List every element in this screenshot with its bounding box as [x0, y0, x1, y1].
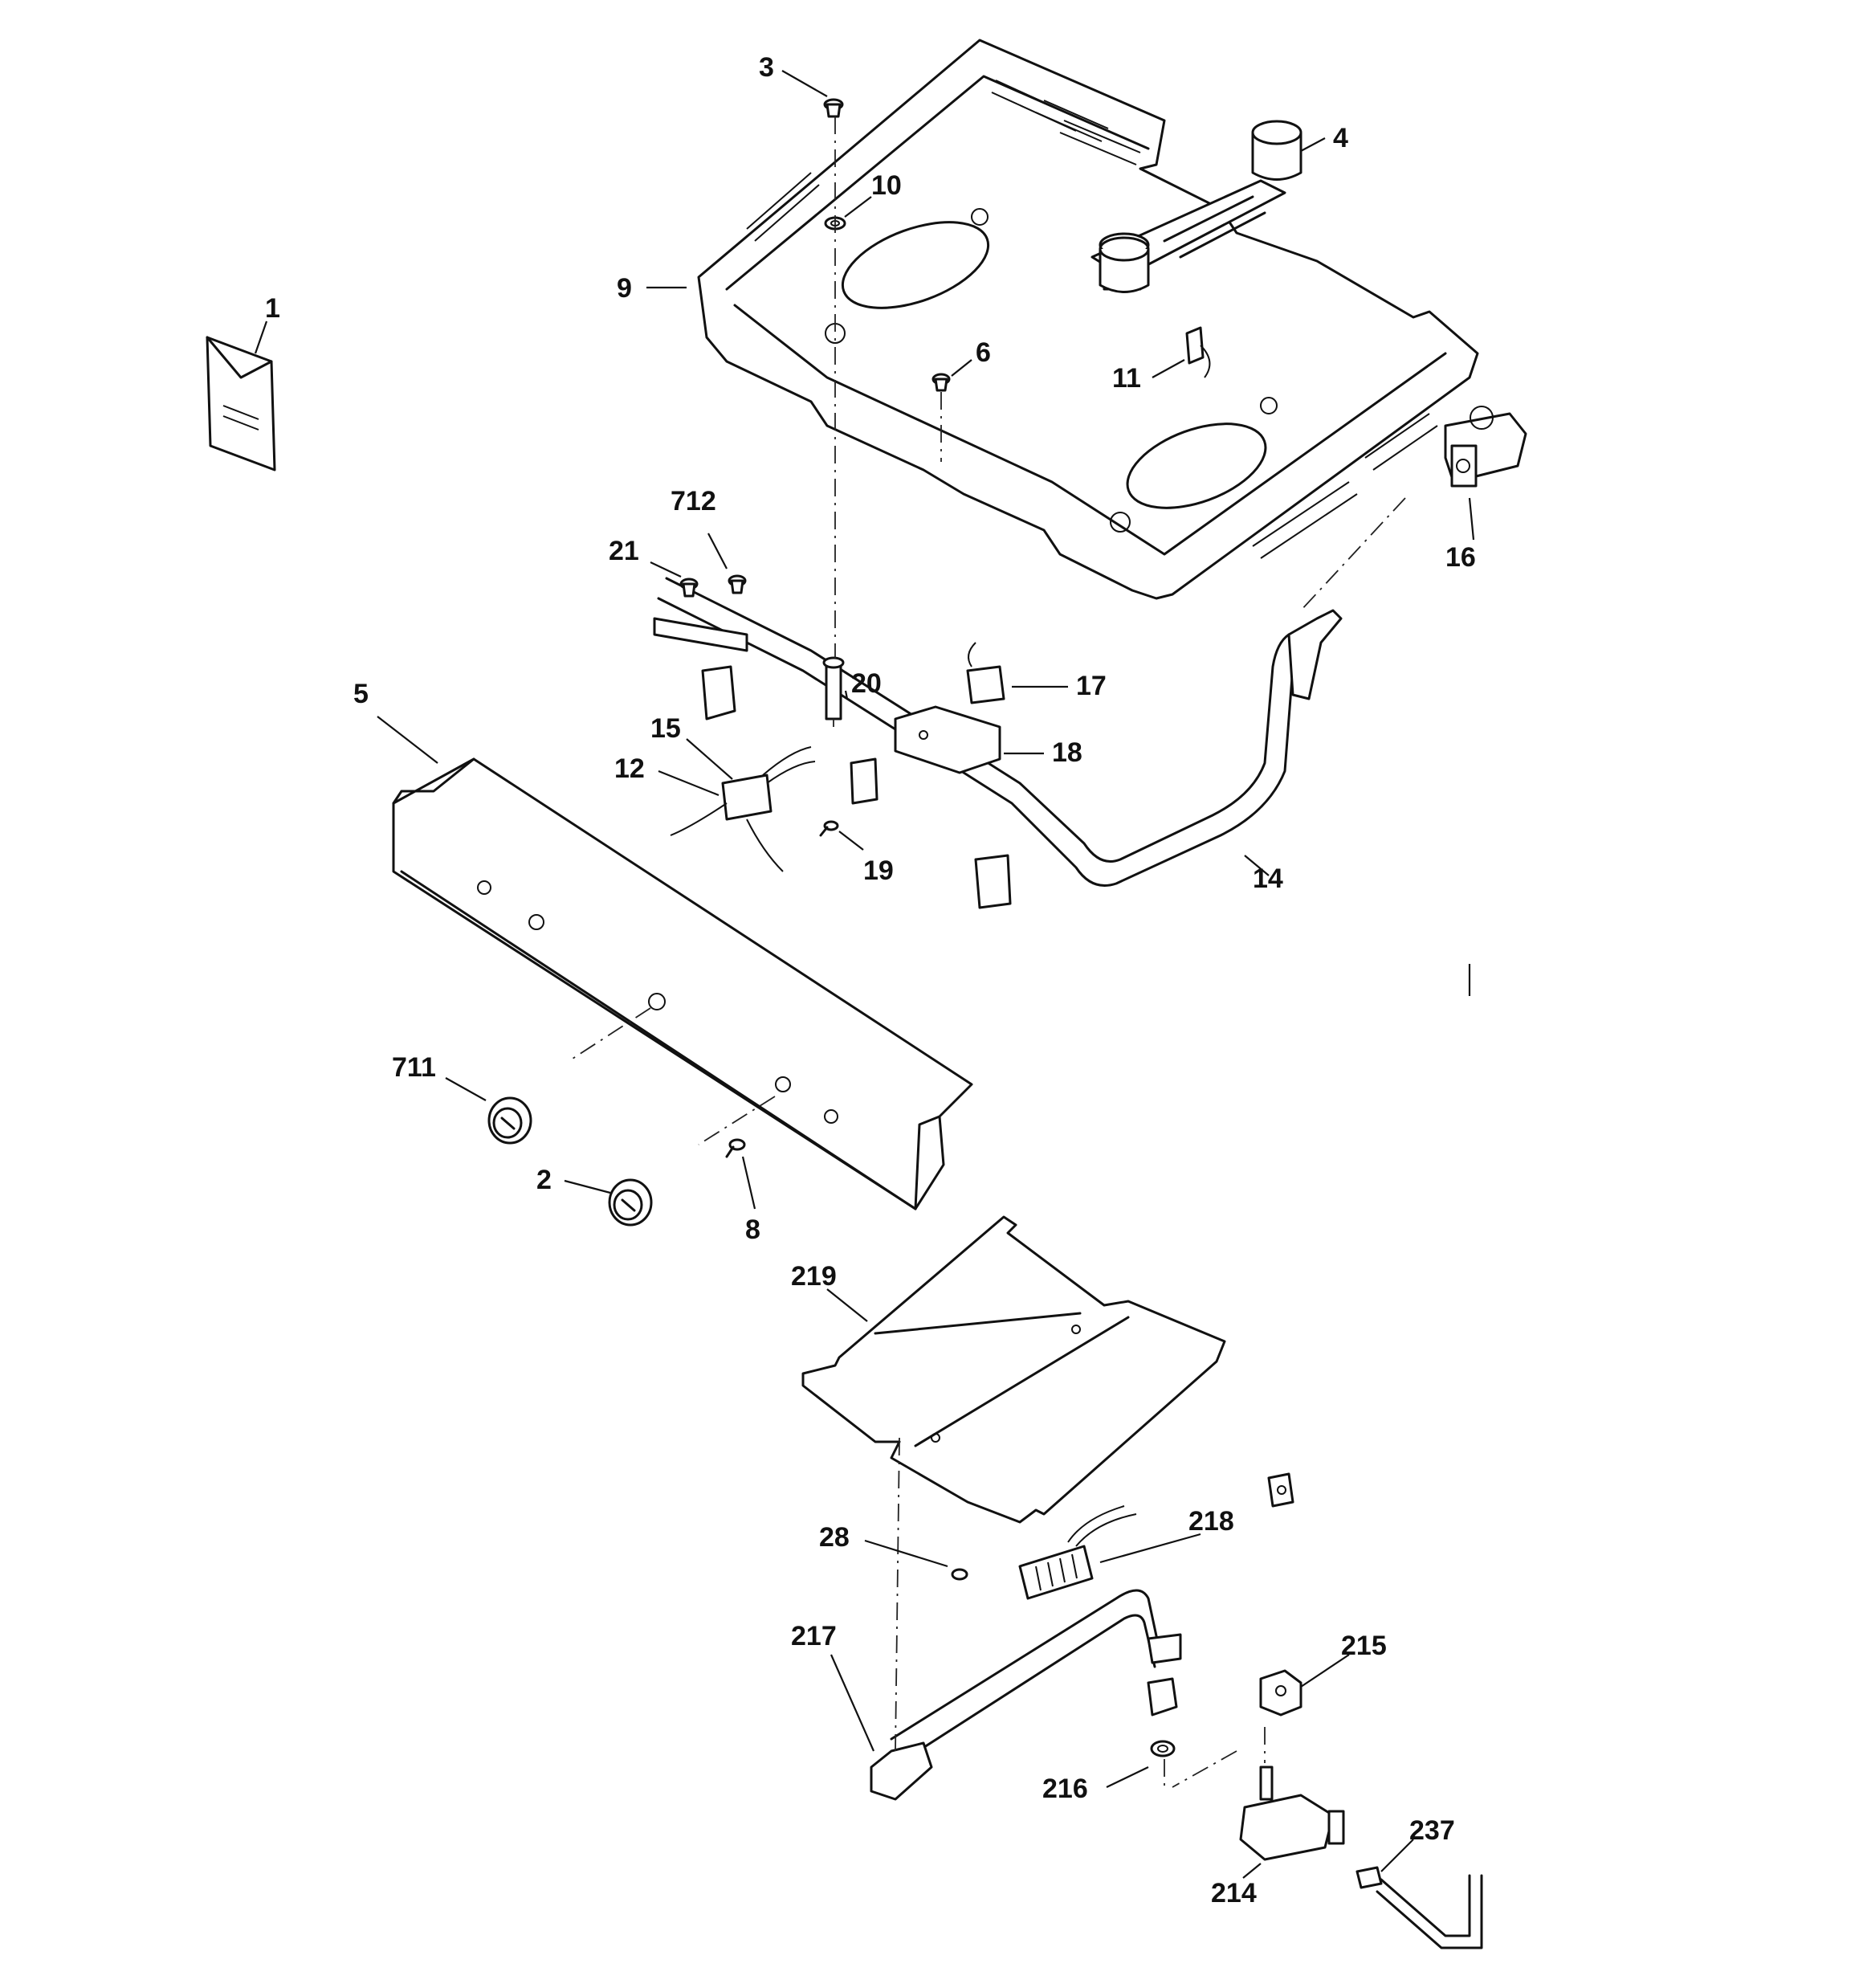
label-17: 17 — [1076, 671, 1107, 701]
part-11-igniter — [1185, 326, 1211, 378]
label-20: 20 — [851, 668, 882, 699]
label-14: 14 — [1253, 863, 1283, 894]
label-19: 19 — [863, 855, 894, 886]
part-1-envelope — [206, 336, 276, 471]
label-219: 219 — [791, 1261, 837, 1292]
part-214-valve — [1239, 1766, 1345, 1861]
label-18: 18 — [1052, 737, 1082, 768]
part-9-burner-box — [697, 39, 1479, 600]
label-2: 2 — [536, 1165, 552, 1195]
part-labels: 1 3 4 10 9 6 11 16 712 21 20 17 18 5 15 … — [265, 52, 1476, 1908]
label-1: 1 — [265, 293, 280, 324]
part-14-manifold-tube — [657, 577, 1343, 887]
part-8-screw — [725, 1138, 746, 1158]
part-16-valve — [1444, 406, 1527, 488]
part-19-screw — [819, 820, 839, 837]
part-219-shield — [801, 1215, 1226, 1524]
label-237: 237 — [1409, 1815, 1455, 1846]
label-21: 21 — [609, 536, 639, 566]
leader-lines — [254, 70, 1475, 1879]
part-4-surface-burners — [1090, 120, 1302, 293]
label-4: 4 — [1333, 123, 1348, 153]
label-28: 28 — [819, 1522, 850, 1553]
center-lines — [569, 116, 1406, 1788]
label-8: 8 — [745, 1214, 760, 1245]
part-215-bracket — [1259, 1669, 1302, 1717]
part-711-knob — [487, 1096, 532, 1145]
part-216-fitting — [1147, 1677, 1178, 1757]
part-6-screw — [932, 373, 951, 392]
label-217: 217 — [791, 1621, 837, 1651]
label-216: 216 — [1042, 1774, 1088, 1804]
broiler-clip — [1267, 1472, 1294, 1508]
label-11: 11 — [1112, 363, 1141, 394]
part-712-screw — [728, 574, 747, 594]
part-28-screw — [951, 1568, 968, 1581]
part-21-screw — [679, 578, 699, 598]
part-2-knob — [608, 1178, 653, 1227]
label-215: 215 — [1341, 1631, 1387, 1661]
part-218-igniter — [1018, 1505, 1137, 1600]
label-711: 711 — [392, 1052, 436, 1083]
part-15-switch — [670, 746, 816, 872]
part-20-pin — [822, 656, 845, 720]
part-17-switch — [966, 642, 1005, 704]
label-712: 712 — [671, 486, 716, 516]
label-5: 5 — [353, 679, 369, 709]
part-18-bracket — [894, 705, 1001, 774]
label-16: 16 — [1445, 542, 1476, 573]
label-12: 12 — [614, 753, 645, 784]
label-10: 10 — [871, 170, 902, 201]
label-6: 6 — [976, 337, 991, 368]
part-237-tube — [1355, 1866, 1483, 1949]
manifold-bracket — [653, 617, 1012, 909]
label-15: 15 — [650, 713, 681, 744]
label-9: 9 — [617, 273, 632, 304]
label-3: 3 — [759, 52, 774, 83]
label-218: 218 — [1188, 1506, 1234, 1537]
part-3-screw — [823, 98, 844, 118]
part-5-control-panel — [392, 757, 973, 1210]
part-217-broiler-burner — [870, 1589, 1182, 1801]
label-214: 214 — [1211, 1878, 1257, 1908]
